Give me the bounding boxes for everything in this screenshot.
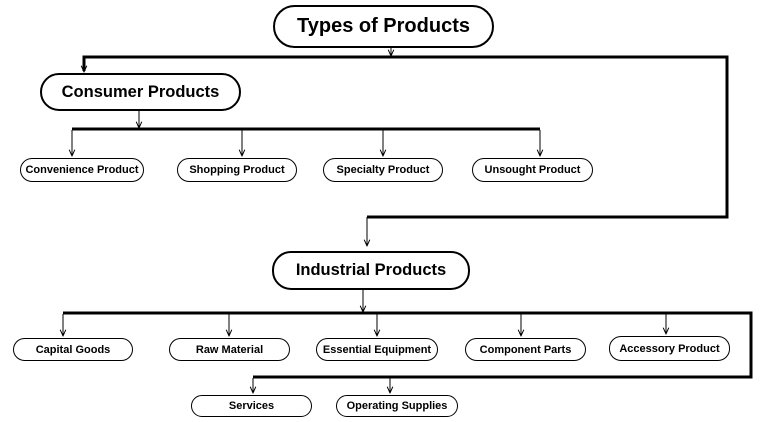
industrial-products-node: Industrial Products [272, 251, 470, 290]
industrial-bus [63, 311, 753, 379]
specialty-product-label: Specialty Product [336, 164, 430, 176]
node-capital-goods: Capital Goods [13, 338, 133, 361]
operating-supplies-label: Operating Supplies [346, 400, 448, 412]
node-convenience-product: Convenience Product [20, 158, 144, 182]
convenience-product-label: Convenience Product [25, 164, 139, 176]
raw-material-label: Raw Material [195, 343, 264, 356]
node-raw-material: Raw Material [169, 338, 290, 361]
accessory-product-label: Accessory Product [619, 342, 720, 355]
component-parts-label: Component Parts [479, 343, 572, 356]
root-node: Types of Products [273, 5, 494, 48]
node-operating-supplies: Operating Supplies [336, 395, 458, 417]
shopping-product-label: Shopping Product [189, 164, 285, 176]
node-services: Services [191, 395, 312, 417]
node-shopping-product: Shopping Product [177, 158, 297, 182]
services-label: Services [228, 400, 275, 412]
essential-equipment-label: Essential Equipment [322, 343, 432, 356]
node-component-parts: Component Parts [465, 338, 586, 361]
node-specialty-product: Specialty Product [323, 158, 443, 182]
node-essential-equipment: Essential Equipment [316, 338, 438, 361]
consumer-products-label: Consumer Products [61, 82, 220, 101]
node-unsought-product: Unsought Product [472, 158, 593, 182]
node-accessory-product: Accessory Product [609, 336, 730, 361]
root-label: Types of Products [297, 15, 470, 37]
industrial-products-label: Industrial Products [295, 261, 447, 279]
consumer-products-node: Consumer Products [40, 73, 241, 111]
capital-goods-label: Capital Goods [35, 343, 111, 356]
unsought-product-label: Unsought Product [484, 164, 581, 176]
